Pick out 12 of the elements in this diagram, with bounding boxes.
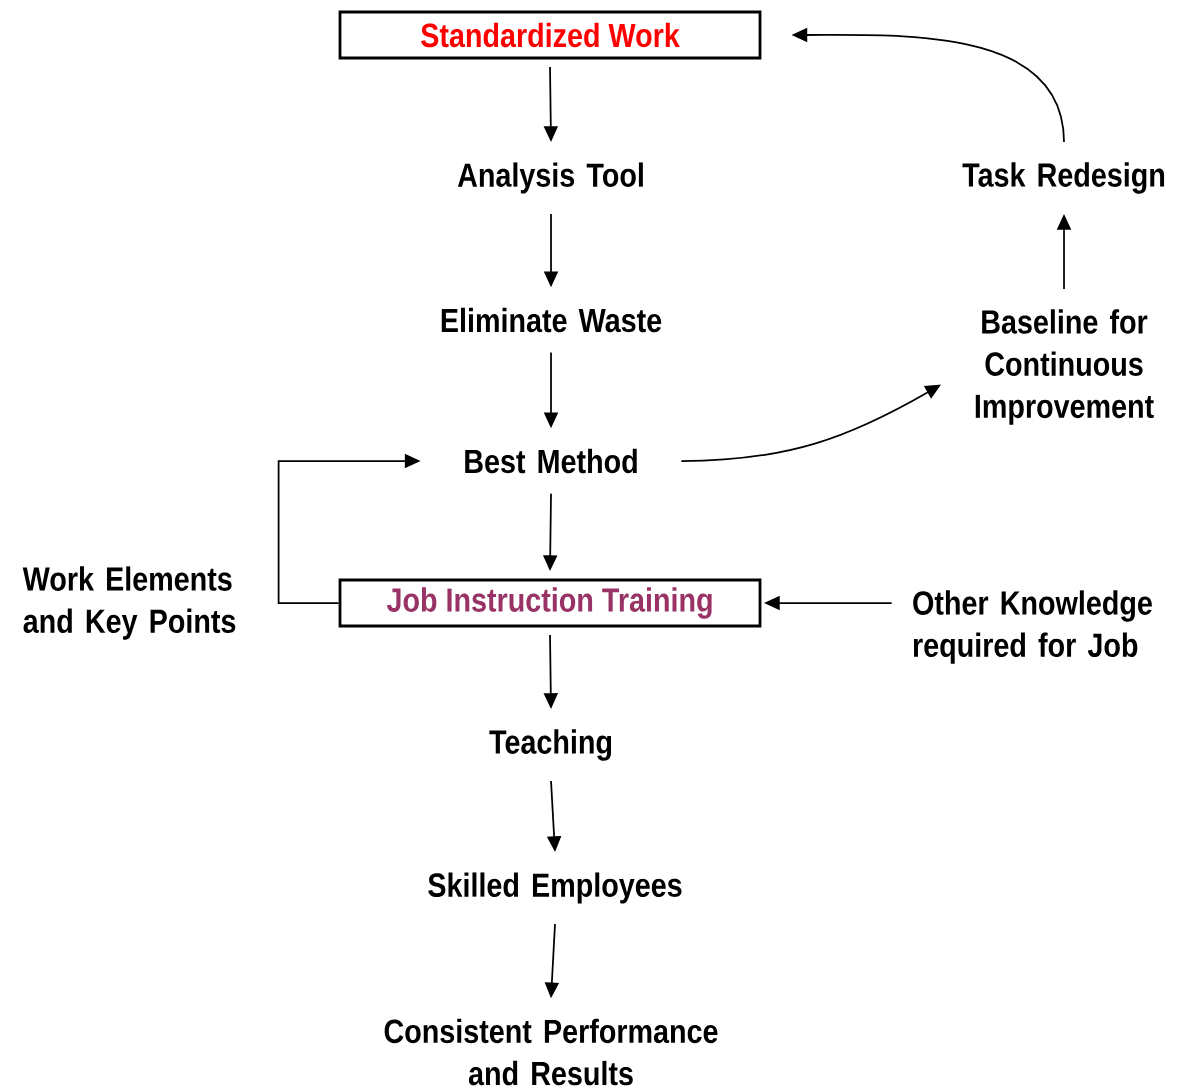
- title-box: Job Instruction Training: [338, 578, 762, 628]
- step-label: Other Knowledge required for Job: [913, 590, 1152, 664]
- step-label: Task Redesign: [962, 162, 1165, 194]
- edge-label: Work Elements and Key Points: [22, 566, 236, 640]
- step-label: Analysis Tool: [457, 162, 643, 194]
- step-label: Consistent Performance and Results: [384, 1018, 718, 1086]
- step-label: Best Method: [465, 448, 637, 474]
- step-label: Baseline for Continuous Improvement: [975, 309, 1154, 425]
- step-label: Eliminate Waste: [441, 307, 662, 333]
- step-label: Teaching: [489, 729, 612, 761]
- step-label: Skilled Employees: [428, 872, 682, 904]
- title-box: Standardized Work: [338, 10, 762, 60]
